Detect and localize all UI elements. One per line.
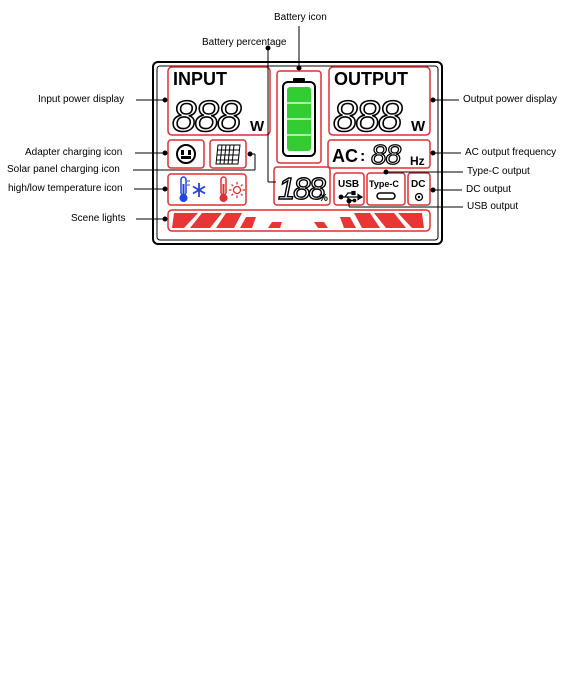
freq-unit: Hz: [410, 154, 425, 168]
ac-output-frequency-callout: AC output frequency: [465, 147, 557, 158]
adapter-plug-icon: [176, 144, 196, 164]
battery-icon-callout: Battery icon: [274, 12, 327, 23]
typec-label: Type-C: [369, 179, 399, 189]
output-unit: W: [411, 118, 426, 135]
output-power-display-callout: Output power display: [463, 94, 557, 105]
dc-port-icon: [414, 192, 424, 202]
typec-port-icon: [376, 192, 396, 200]
snowflake-icon: [192, 183, 206, 197]
scene-lights-bar: [167, 209, 431, 232]
scene-lights-callout: Scene lights: [71, 213, 126, 224]
usb-label: USB: [338, 179, 359, 190]
percent-unit: %: [319, 193, 328, 204]
output-digits: 888: [333, 92, 403, 141]
sun-icon: [229, 182, 245, 198]
temperature-box: [167, 173, 247, 206]
percentage-box: [273, 166, 331, 206]
input-unit: W: [250, 118, 265, 135]
temperature-icon-callout: high/low temperature icon: [8, 183, 123, 194]
ac-digits: 88: [371, 139, 402, 170]
usb-output-callout: USB output: [467, 201, 519, 212]
type-c-output-callout: Type-C output: [467, 166, 530, 177]
ac-label: AC: [332, 146, 358, 166]
scene-lights: [172, 213, 424, 228]
solar-panel-charging-icon-callout: Solar panel charging icon: [7, 164, 120, 175]
hot-thermometer-icon: [219, 176, 228, 202]
ac-box: [327, 139, 431, 169]
input-power-display-callout: Input power display: [38, 94, 125, 105]
dc-box: [407, 172, 431, 206]
output-label: OUTPUT: [334, 69, 408, 89]
solar-panel-icon: [215, 144, 241, 165]
output-box: [328, 66, 431, 136]
battery-box: [276, 70, 322, 164]
ac-colon: :: [360, 148, 365, 165]
battery-percentage-callout: Battery percentage: [202, 37, 287, 48]
battery-icon: [282, 78, 316, 157]
cold-thermometer-icon: [179, 176, 190, 202]
dc-label: DC: [411, 179, 425, 190]
input-digits: 888: [172, 92, 242, 141]
input-box: [167, 66, 271, 136]
adapter-charging-icon-callout: Adapter charging icon: [25, 147, 123, 158]
adapter-box: [167, 139, 205, 169]
dc-output-callout: DC output: [466, 184, 512, 195]
percent-digits: 188: [278, 171, 326, 206]
input-label: INPUT: [173, 69, 227, 89]
solar-box: [209, 139, 247, 169]
leader-lines: [133, 26, 463, 222]
